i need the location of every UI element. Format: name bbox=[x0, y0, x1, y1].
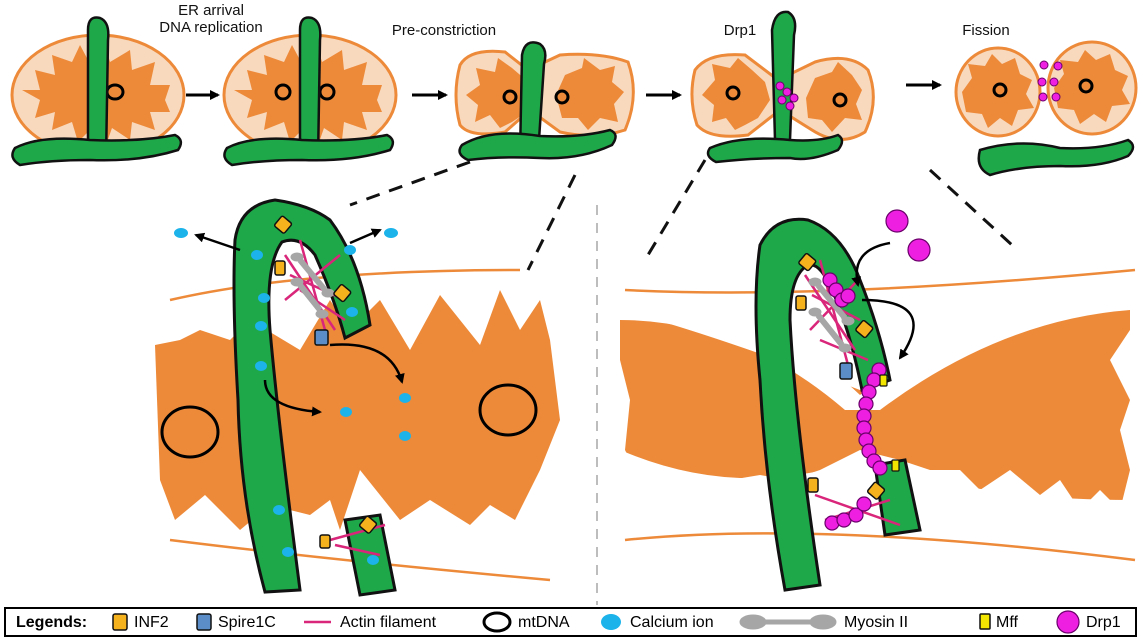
stage-label-fission: Fission bbox=[946, 22, 1026, 39]
inf2-marker bbox=[808, 478, 818, 492]
stage-label-drp1: Drp1 bbox=[700, 22, 780, 39]
inf2-marker bbox=[320, 535, 330, 548]
drp1-dot bbox=[776, 82, 784, 90]
legend-label-actin: Actin filament bbox=[340, 613, 436, 633]
stage-label-pre-constriction: Pre-constriction bbox=[364, 22, 524, 39]
stage-label-line: ER arrival bbox=[136, 2, 286, 19]
drp1-dot bbox=[1054, 62, 1062, 70]
stage-5-er bbox=[979, 140, 1133, 175]
stage-label-er-arrival: ER arrival DNA replication bbox=[136, 2, 286, 36]
legend-label-drp1: Drp1 bbox=[1086, 613, 1121, 633]
legend-label-spire1c: Spire1C bbox=[218, 613, 276, 633]
drp1-dot bbox=[786, 102, 794, 110]
legend-label-mtdna: mtDNA bbox=[518, 613, 570, 633]
legend-title: Legends: bbox=[16, 613, 87, 633]
zoom-guide-line bbox=[648, 160, 705, 255]
inf2-marker bbox=[275, 261, 285, 275]
spire1c-marker bbox=[315, 330, 328, 345]
legend-box: Legends: INF2 Spire1C Actin filament mtD… bbox=[4, 607, 1137, 637]
zoom-guide-line bbox=[528, 175, 575, 270]
drp1-dot bbox=[1040, 61, 1048, 69]
mff-marker bbox=[880, 375, 887, 386]
stage-5-daughter-mitochondria bbox=[956, 42, 1136, 136]
legend-label-mff: Mff bbox=[996, 613, 1018, 633]
drp1-dot bbox=[778, 96, 786, 104]
zoom-guide-line bbox=[930, 170, 1012, 245]
legend-label-calcium: Calcium ion bbox=[630, 613, 714, 633]
mff-marker bbox=[892, 460, 899, 471]
drp1-dot bbox=[783, 88, 791, 96]
stage-label-line: DNA replication bbox=[136, 19, 286, 36]
drp1-dot bbox=[1052, 93, 1060, 101]
inf2-marker bbox=[796, 296, 806, 310]
drp1-dot bbox=[1038, 78, 1046, 86]
drp1-dot bbox=[1050, 78, 1058, 86]
drp1-dot bbox=[790, 94, 798, 102]
legend-label-inf2: INF2 bbox=[134, 613, 169, 633]
drp1-dot bbox=[1039, 93, 1047, 101]
legend-label-myosin: Myosin II bbox=[844, 613, 908, 633]
zoom-guide-line bbox=[350, 162, 470, 205]
spire1c-marker bbox=[840, 363, 852, 379]
